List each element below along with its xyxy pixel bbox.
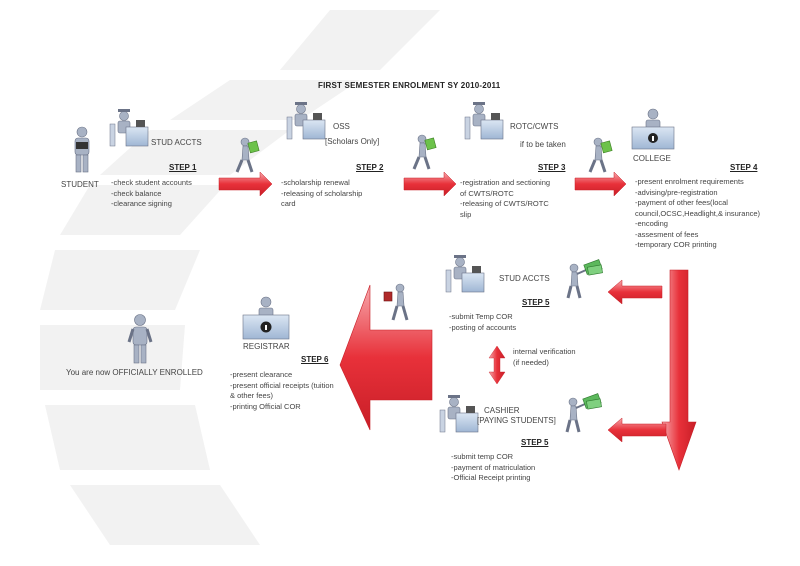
- step5b-item: -submit temp COR: [451, 452, 514, 461]
- node-cashier: CASHIER: [484, 406, 520, 415]
- arrow-down-icon: [661, 269, 697, 471]
- college-desk-icon: [631, 108, 675, 150]
- node-stud-accts-2: STUD ACCTS: [499, 274, 550, 283]
- arrow-left-stud-accts-icon: [607, 279, 663, 305]
- step1-heading: STEP 1: [169, 163, 197, 172]
- step4-heading: STEP 4: [730, 163, 758, 172]
- student-with-book-icon: [383, 283, 409, 321]
- step2-item: card: [281, 199, 296, 208]
- step5a-heading: STEP 5: [522, 298, 550, 307]
- step2-heading: STEP 2: [356, 163, 384, 172]
- step3-item: -registration and sectioning: [460, 178, 551, 187]
- step4-item: -temporary COR printing: [635, 240, 717, 249]
- step6-item: -present official receipts (tuition: [230, 380, 334, 390]
- step5b-item: -Official Receipt printing: [451, 473, 531, 482]
- step2-item: -scholarship renewal: [281, 178, 350, 187]
- step3-item: slip: [460, 209, 472, 219]
- stud-accts-desk-icon: [109, 109, 149, 147]
- step5b-heading: STEP 5: [521, 438, 549, 447]
- step3-heading: STEP 3: [538, 163, 566, 172]
- stud-accts-2-desk-icon: [445, 255, 485, 293]
- walking-student-icon: [412, 134, 437, 170]
- step4-item: council,OCSC,Headlight,& insurance): [635, 208, 761, 218]
- step6-item: & other fees): [230, 391, 273, 400]
- arrow-right-step3-icon: [574, 171, 627, 197]
- step3-item: of CWTS/ROTC: [460, 188, 514, 198]
- step3-list: -registration and sectioning of CWTS/ROT…: [460, 178, 575, 220]
- registrar-desk-icon: [242, 296, 290, 340]
- step6-item: -printing Official COR: [230, 401, 301, 411]
- step6-item: -present clearance: [230, 370, 293, 379]
- node-rotc: ROTC/CWTS: [510, 122, 559, 131]
- step1-item: -clearance signing: [111, 199, 172, 208]
- step6-list: -present clearance -present official rec…: [230, 370, 355, 412]
- verification-line: (if needed): [513, 357, 549, 367]
- enrolled-message: You are now OFFICIALLY ENROLLED: [66, 368, 203, 377]
- step5b-item: -payment of matriculation: [451, 462, 536, 472]
- node-stud-accts: STUD ACCTS: [151, 138, 202, 147]
- step5a-item: -posting of accounts: [449, 322, 517, 332]
- student-icon: [74, 126, 90, 173]
- step5a-item: -submit Temp COR: [449, 312, 513, 321]
- node-registrar: REGISTRAR: [243, 342, 290, 351]
- step1-item: -check balance: [111, 188, 162, 198]
- step3-item: -releasing of CWTS/ROTC: [460, 199, 549, 208]
- step4-item: -encoding: [635, 219, 668, 228]
- node-rotc-sub: if to be taken: [520, 140, 566, 149]
- student-with-money-icon: [565, 393, 602, 433]
- step4-item: -advising/pre-registration: [635, 187, 718, 197]
- node-oss: OSS: [333, 122, 350, 131]
- diagram-title: FIRST SEMESTER ENROLMENT SY 2010-2011: [318, 81, 501, 90]
- walking-student-icon: [235, 137, 260, 173]
- node-cashier-sub: [PAYING STUDENTS]: [477, 416, 556, 425]
- step4-item: -payment of other fees(local: [635, 198, 728, 207]
- arrow-left-cashier-icon: [607, 417, 667, 443]
- cashier-desk-icon: [439, 395, 479, 433]
- verification-note: internal verification (if needed): [513, 347, 603, 368]
- step1-item: -check student accounts: [111, 178, 192, 187]
- walking-student-icon: [588, 137, 613, 173]
- step2-list: -scholarship renewal -releasing of schol…: [281, 178, 406, 210]
- oss-desk-icon: [286, 102, 326, 140]
- arrow-right-step1-icon: [218, 171, 273, 197]
- step5a-list: -submit Temp COR -posting of accounts: [449, 312, 559, 333]
- step1-list: -check student accounts -check balance -…: [111, 178, 221, 210]
- rotc-desk-icon: [464, 102, 504, 140]
- enrolled-student-icon: [127, 314, 153, 364]
- step4-list: -present enrolment requirements -advisin…: [635, 177, 795, 251]
- step4-item: -present enrolment requirements: [635, 177, 744, 186]
- step4-item: -assesment of fees: [635, 229, 699, 239]
- verification-line: internal verification: [513, 347, 576, 356]
- verification-double-arrow-icon: [488, 345, 506, 385]
- step2-item: -releasing of scholarship: [281, 188, 363, 198]
- node-oss-sub: [Scholars Only]: [325, 137, 380, 146]
- step6-heading: STEP 6: [301, 355, 329, 364]
- arrow-right-step2-icon: [403, 171, 457, 197]
- node-college: COLLEGE: [633, 154, 671, 163]
- student-label: STUDENT: [61, 180, 99, 189]
- student-with-money-icon: [566, 259, 603, 299]
- step5b-list: -submit temp COR -payment of matriculati…: [451, 452, 561, 484]
- arrow-left-registrar-icon: [339, 284, 433, 431]
